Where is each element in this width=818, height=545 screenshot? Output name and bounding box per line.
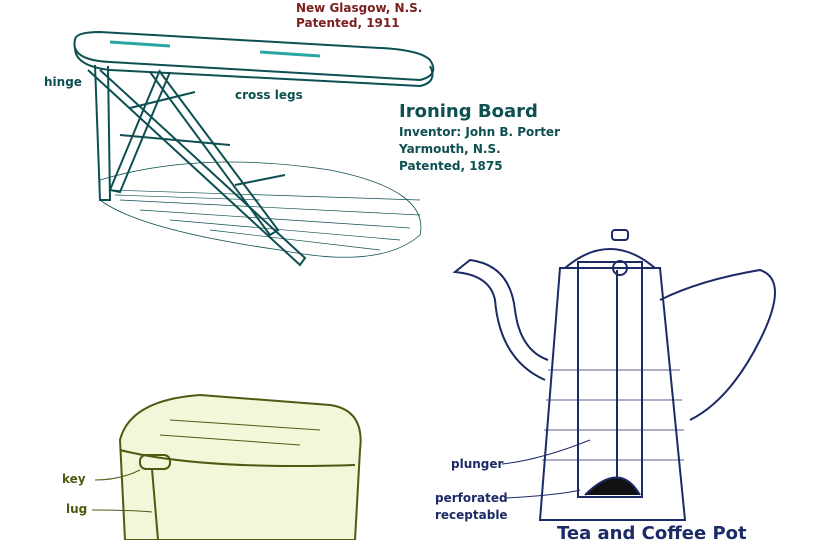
label-lug: lug <box>66 502 88 516</box>
ironing-board-location: Yarmouth, N.S. <box>399 142 501 156</box>
label-receptable: receptable <box>435 508 508 522</box>
label-plunger: plunger <box>451 457 504 471</box>
top-patented: Patented, 1911 <box>296 16 400 30</box>
label-key: key <box>62 472 86 486</box>
pot-title: Tea and Coffee Pot <box>557 523 747 544</box>
tin-drawing <box>91 393 362 540</box>
ironing-board-drawing <box>73 30 435 267</box>
label-cross-legs: cross legs <box>235 88 303 102</box>
label-perforated: perforated <box>435 491 508 505</box>
tea-coffee-pot-drawing <box>452 229 776 521</box>
ironing-board-inventor: Inventor: John B. Porter <box>399 125 560 139</box>
top-location: New Glasgow, N.S. <box>296 1 423 15</box>
label-hinge: hinge <box>44 75 82 89</box>
ironing-board-title: Ironing Board <box>399 101 538 122</box>
ironing-board-patented: Patented, 1875 <box>399 159 503 173</box>
